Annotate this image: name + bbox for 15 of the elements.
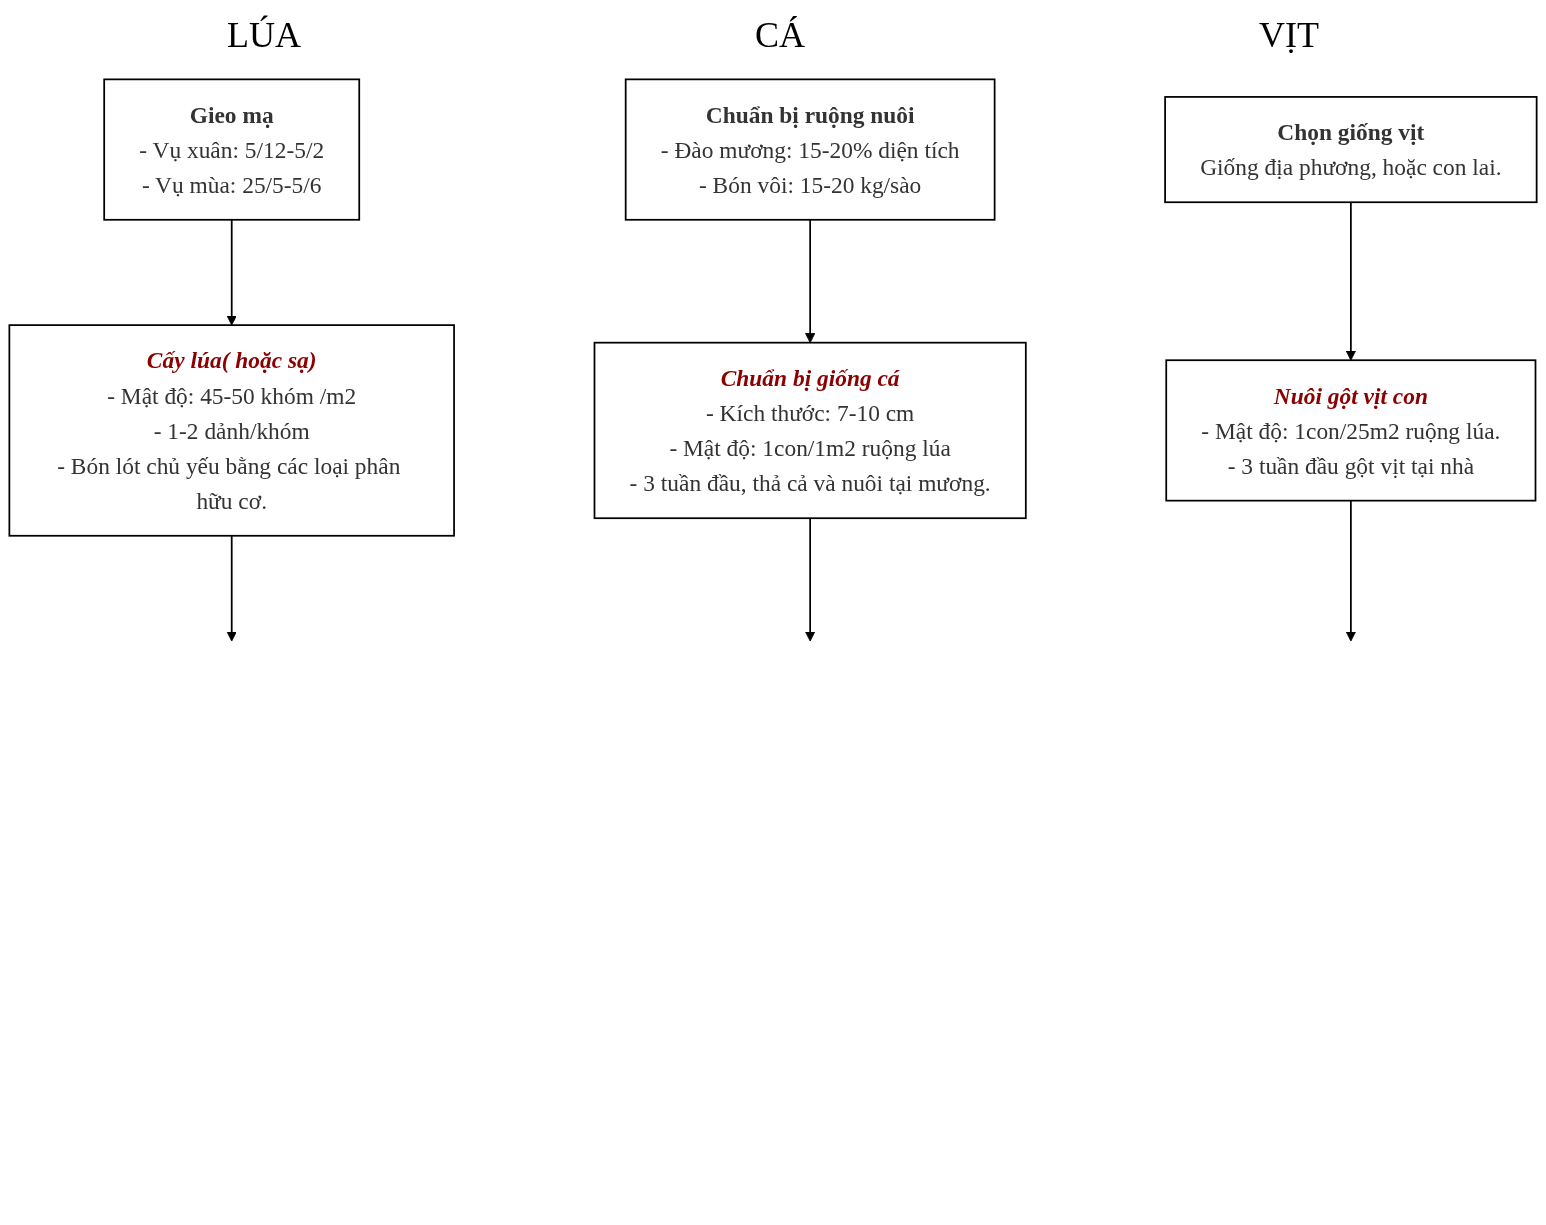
- node-box: Cấy lúa( hoặc sạ) - Mật độ: 45-50 khóm /m2 - 1-2 dảnh/khóm - Bón lót chủ yếu bằng các loại phân hữu cơ.: [8, 324, 455, 537]
- node-box: Nuôi gột vịt con - Mật độ: 1con/25m2 ruộng lúa. - 3 tuần đầu gột vịt tại nhà: [1165, 359, 1537, 502]
- column-heading: LÚA: [227, 14, 301, 56]
- node-box: Chuẩn bị ruộng nuôi - Đào mương: 15-20% diện tích - Bón vôi: 15-20 kg/sào: [624, 78, 996, 221]
- node-box: Chuẩn bị giống cá - Kích thước: 7-10 cm - Mật độ: 1con/1m2 ruộng lúa - 3 tuần đầu, thả cả và nuôi tại mương.: [593, 341, 1027, 520]
- arrow: [226, 534, 237, 642]
- arrow: [805, 517, 816, 642]
- arrow: [1345, 201, 1356, 361]
- node-box: Gieo mạ - Vụ xuân: 5/12-5/2 - Vụ mùa: 25/5-5/6: [103, 78, 361, 221]
- arrow: [805, 218, 816, 344]
- column-heading: CÁ: [755, 14, 805, 56]
- node-box: Chọn giống vịt Giống địa phương, hoặc con lai.: [1164, 96, 1538, 204]
- arrow: [226, 218, 237, 326]
- column-heading: VỊT: [1259, 14, 1319, 56]
- arrow: [1345, 499, 1356, 642]
